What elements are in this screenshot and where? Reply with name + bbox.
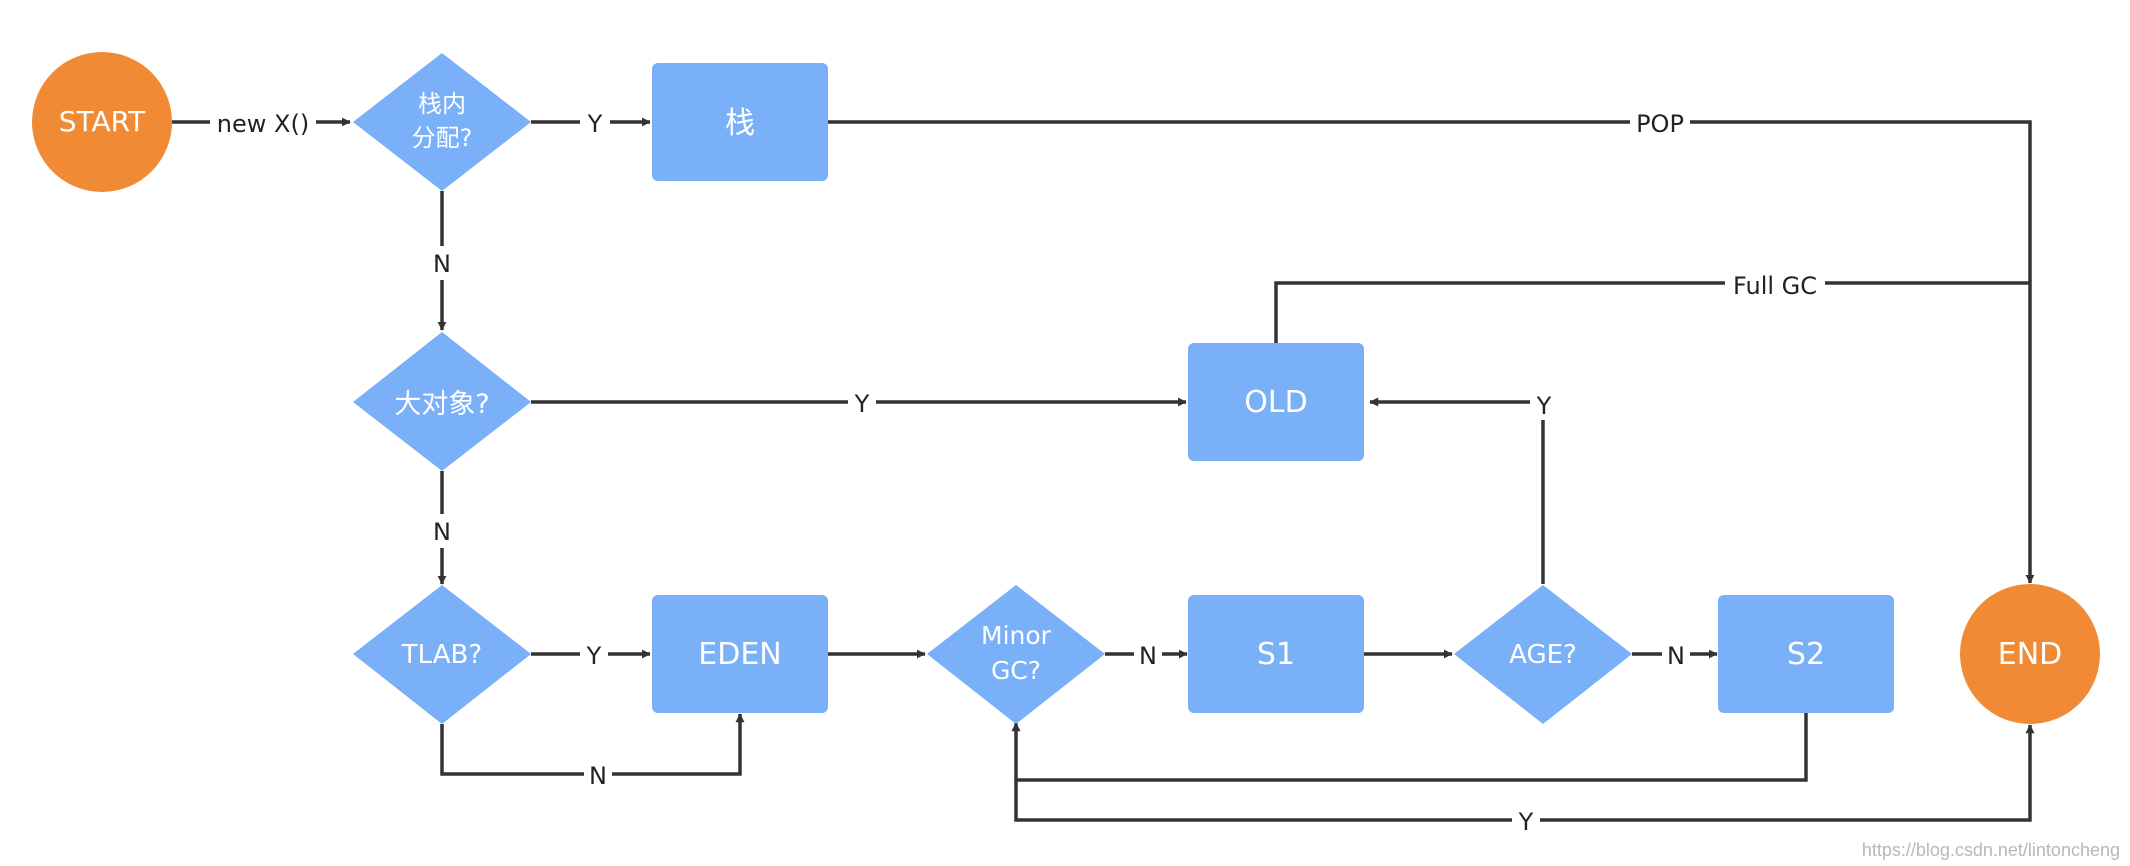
start-node: START — [32, 52, 172, 192]
s2-label: S2 — [1787, 637, 1825, 672]
label-large-yes: Y — [854, 390, 870, 418]
label-new-object: new X() — [217, 110, 309, 138]
source-watermark: https://blog.csdn.net/lintoncheng — [1862, 840, 2120, 860]
stack-decision-line-1: 栈内 — [418, 90, 466, 118]
old-node: OLD — [1188, 343, 1364, 461]
edge-s2-to-minor-gc — [1011, 713, 1808, 782]
tlab-label: TLAB? — [401, 640, 482, 670]
old-label: OLD — [1244, 385, 1307, 420]
stack-decision-line-2: 分配? — [412, 124, 473, 152]
label-minor-no: N — [1139, 642, 1157, 670]
tlab-decision: TLAB? — [353, 585, 531, 724]
edge-stack-to-end — [828, 120, 2035, 584]
label-age-no: N — [1667, 642, 1685, 670]
eden-label: EDEN — [698, 637, 781, 672]
eden-node: EDEN — [652, 595, 828, 713]
stack-label: 栈 — [725, 106, 755, 141]
edge-old-to-end — [1274, 281, 2030, 343]
age-label: AGE? — [1509, 640, 1577, 670]
large-object-label: 大对象? — [394, 389, 489, 420]
start-label: START — [59, 105, 146, 138]
s2-node: S2 — [1718, 595, 1894, 713]
label-stack-no: N — [433, 250, 451, 278]
edge-labels: new X() Y POP N Full GC Y Y N Y N N N Y — [210, 106, 1825, 838]
label-age-yes: Y — [1536, 392, 1552, 420]
label-tlab-yes: Y — [586, 642, 602, 670]
label-minor-yes: Y — [1518, 808, 1534, 836]
s1-node: S1 — [1188, 595, 1364, 713]
nodes: START 栈内 分配? 栈 大对象? OLD TLAB? EDEN — [32, 52, 2100, 724]
s1-label: S1 — [1257, 637, 1295, 672]
label-tlab-no: N — [589, 762, 607, 790]
label-stack-yes: Y — [587, 110, 603, 138]
end-node: END — [1960, 584, 2100, 724]
label-large-no: N — [433, 518, 451, 546]
minor-gc-decision: Minor GC? — [927, 585, 1105, 724]
label-pop: POP — [1636, 110, 1684, 138]
stack-allocation-decision: 栈内 分配? — [353, 53, 531, 191]
label-full-gc: Full GC — [1733, 272, 1817, 300]
end-label: END — [1998, 637, 2063, 672]
edge-age-to-old — [1369, 397, 1545, 584]
age-decision: AGE? — [1454, 585, 1632, 724]
minor-gc-line-2: GC? — [991, 656, 1041, 685]
stack-node: 栈 — [652, 63, 828, 181]
large-object-decision: 大对象? — [353, 332, 531, 471]
minor-gc-line-1: Minor — [981, 621, 1052, 650]
